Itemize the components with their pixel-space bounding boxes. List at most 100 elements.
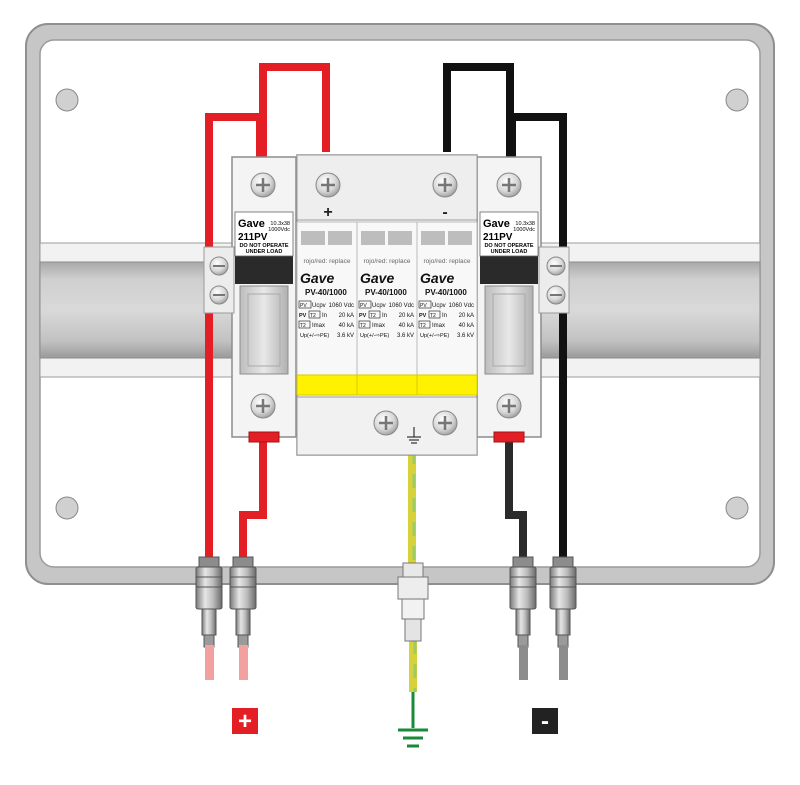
indicator-window [296,374,358,396]
screw-head-icon [249,392,277,420]
svg-text:Ucpv: Ucpv [432,303,446,309]
svg-text:1060 Vdc: 1060 Vdc [329,303,354,309]
clip-screw-icon [546,285,566,305]
indicator-window [416,374,478,396]
fuse-rating: 10.3x38 [515,221,535,227]
spd-brand: Gave [300,270,334,286]
svg-text:Up(+/-⇨PE): Up(+/-⇨PE) [360,333,389,339]
svg-text:40 kA: 40 kA [399,323,414,329]
svg-text:40 kA: 40 kA [339,323,354,329]
fuse-warning-line1: DO NOT OPERATE [239,243,288,249]
ground-wire [408,450,417,692]
spd-brand: Gave [360,270,394,286]
negative-fuse-wire [508,113,567,560]
svg-text:PV: PV [419,313,427,319]
surge-protector: + - rojo/red: replace Gave PV-40/1000 PV… [296,154,478,456]
status-indicator [493,431,525,443]
fuse-brand: Gave [238,218,265,230]
screw-head-icon [431,171,459,199]
svg-text:20 kA: 20 kA [339,313,354,319]
replace-note: rojo/red: replace [364,258,411,265]
earth-ground-icon [407,427,421,444]
fuse-model: 211PV [483,232,513,243]
spd-model: PV-40/1000 [425,288,467,297]
indicator-window [356,374,418,396]
fuse-holder-left: Gave 10.3x38 1000Vdc 211PV DO NOT OPERAT… [203,156,297,443]
svg-text:In: In [442,313,447,319]
svg-text:Imax: Imax [312,323,325,329]
svg-text:Ucpv: Ucpv [312,303,326,309]
replace-note: rojo/red: replace [304,258,351,265]
fuse-rating: 10.3x38 [270,221,290,227]
mounting-hole-bottom-right [725,496,749,520]
mounting-hole-bottom-left [55,496,79,520]
svg-text:T2: T2 [300,323,306,329]
replace-note: rojo/red: replace [424,258,471,265]
svg-text:3.6 kV: 3.6 kV [457,333,474,339]
fuse-lever[interactable] [484,285,534,375]
spd-module[interactable]: rojo/red: replace Gave PV-40/1000 PV Ucp… [356,221,418,396]
clip-screw-icon [209,285,229,305]
svg-text:Up(+/-⇨PE): Up(+/-⇨PE) [300,333,329,339]
clip-screw-icon [209,256,229,276]
svg-text:20 kA: 20 kA [399,313,414,319]
screw-head-icon [372,409,400,437]
clip-screw-icon [546,256,566,276]
cable-gland-negative-1 [509,556,537,648]
positive-fuse-wire [205,113,264,560]
fuse-voltage: 1000Vdc [268,227,290,233]
svg-text:T2: T2 [310,313,316,319]
svg-text:PV: PV [360,303,367,309]
fuse-warning-line2: UNDER LOAD [491,249,528,255]
svg-text:In: In [322,313,327,319]
positive-output-wire [239,440,267,560]
spd-module[interactable]: rojo/red: replace Gave PV-40/1000 PV Ucp… [296,221,358,396]
negative-wires [443,63,567,560]
svg-text:In: In [382,313,387,319]
negative-polarity-badge: - [532,708,558,735]
svg-text:20 kA: 20 kA [459,313,474,319]
fuse-warning-line2: UNDER LOAD [246,249,283,255]
fuse-brand: Gave [483,218,510,230]
negative-symbol: - [541,708,549,735]
fuse-voltage: 1000Vdc [513,227,535,233]
plus-badge-icon [232,708,258,734]
fuse-lever[interactable] [239,285,289,375]
negative-output-wire [505,440,527,560]
screw-head-icon [249,171,277,199]
status-indicator [248,431,280,443]
minus-badge-icon [532,708,558,734]
svg-text:PV: PV [420,303,427,309]
svg-text:T2: T2 [370,313,376,319]
cable-gland-positive-2 [229,556,257,648]
plus-terminal-label: + [323,204,332,221]
svg-text:Up(+/-⇨PE): Up(+/-⇨PE) [420,333,449,339]
spd-module[interactable]: rojo/red: replace Gave PV-40/1000 PV Ucp… [416,221,478,396]
earth-ground-icon [398,692,428,748]
screw-head-icon [495,392,523,420]
negative-field-cables [519,645,568,680]
mounting-hole-top-right [725,88,749,112]
svg-text:PV: PV [359,313,367,319]
fuse-model: 211PV [238,232,268,243]
cable-gland-negative-2 [549,556,577,648]
screw-head-icon [314,171,342,199]
cable-gland-positive-1 [195,556,223,648]
spd-model: PV-40/1000 [305,288,347,297]
minus-terminal-label: - [442,204,447,221]
cable-gland-ground [397,562,429,642]
svg-text:40 kA: 40 kA [459,323,474,329]
spd-brand: Gave [420,270,454,286]
screw-head-icon [431,409,459,437]
positive-field-cables [205,645,248,680]
fuse-holder-right: Gave 10.3x38 1000Vdc 211PV DO NOT OPERAT… [476,156,570,443]
positive-symbol: + [238,708,252,735]
svg-text:T2: T2 [420,323,426,329]
positive-polarity-badge: + [232,708,258,735]
svg-text:3.6 kV: 3.6 kV [397,333,414,339]
svg-text:1060 Vdc: 1060 Vdc [449,303,474,309]
svg-text:Ucpv: Ucpv [372,303,386,309]
positive-wires [205,63,330,560]
svg-text:PV: PV [300,303,307,309]
